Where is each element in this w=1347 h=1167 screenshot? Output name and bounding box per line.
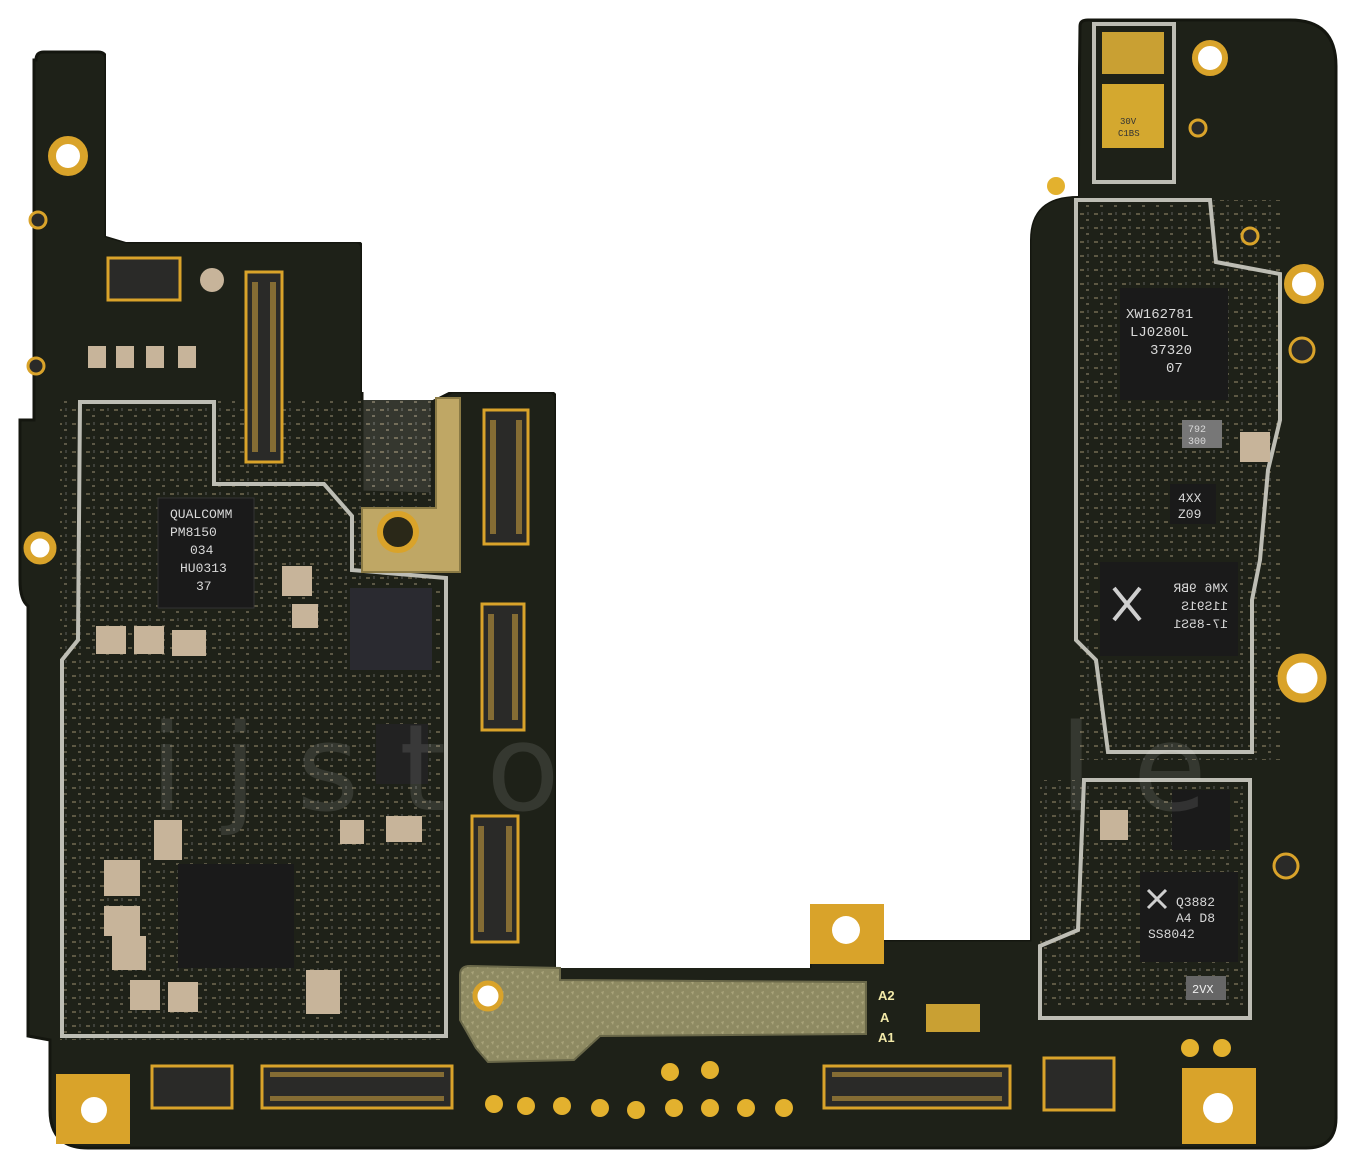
xm-line-3: 17-85S1 [1173, 617, 1228, 632]
rf-connector-6 [1240, 226, 1260, 246]
c792-line-1: 792 [1188, 425, 1206, 436]
shield-label-a [1102, 32, 1164, 74]
watermark: ijstomobile [150, 700, 1247, 839]
connector-top-left [106, 256, 182, 302]
pmic-line-2: PM8150 [170, 525, 217, 540]
pmic-line-1: QUALCOMM [170, 507, 232, 522]
xm-line-1: XM6 9BR [1173, 581, 1228, 596]
bracket-hole [472, 980, 504, 1012]
shield-label-line-2: C1BS [1118, 129, 1140, 139]
connector-pins [252, 282, 1002, 1101]
rf-connector-2 [1272, 852, 1300, 880]
hole-bottom-right-inner [1203, 1093, 1233, 1123]
chip-left-mid [350, 588, 432, 670]
rf-connectors [26, 118, 1316, 880]
pmic-line-3: 034 [190, 543, 214, 558]
pmic-line-4: HU0313 [180, 561, 227, 576]
gold-tab-hole [377, 511, 419, 553]
board-cutout [362, 0, 1078, 968]
shield-label-line-1: 30V [1120, 117, 1137, 127]
xw-line-3: 37320 [1150, 343, 1192, 359]
hole-top-left [48, 136, 88, 176]
hole-left-mid [23, 531, 57, 565]
chip-right-bottom-a [1172, 790, 1230, 850]
nxp-logo [1146, 888, 1168, 910]
passive-components [88, 268, 1270, 1014]
rf-connector-3 [28, 210, 48, 230]
xw-line-4: 07 [1166, 361, 1183, 377]
connector-bottom-1 [150, 1064, 234, 1110]
small-4xx-chip [1170, 484, 1216, 524]
rf-connector-1 [1288, 336, 1316, 364]
nxp-line-3: SS8042 [1148, 927, 1195, 942]
nxp-line-1: Q3882 [1176, 895, 1215, 910]
hole-mid-bottom [832, 916, 860, 944]
shield-right-top [1074, 198, 1282, 754]
xm-line-2: 11S91S [1181, 599, 1228, 614]
xw-line-2: LJ0280L [1130, 325, 1189, 341]
qr-label [926, 1004, 980, 1032]
connectors [106, 256, 1116, 1112]
chip-2vx-text: 2VX [1192, 983, 1214, 997]
shield-label-b [1102, 84, 1164, 148]
hole-right-upper [1284, 264, 1324, 304]
shield-left [60, 400, 448, 1038]
mount-holes [23, 40, 1327, 1144]
chip-2vx [1186, 976, 1226, 1000]
c4xx-line-2: Z09 [1178, 507, 1201, 522]
test-pads [485, 177, 1231, 1119]
pmic-line-5: 37 [196, 579, 212, 594]
hole-bottom-left [77, 1093, 111, 1127]
board-cutout-left-top [106, 0, 362, 242]
hole-top-right [1192, 40, 1228, 76]
shield-right-bottom [1038, 778, 1252, 1020]
silk-a2: A2 [878, 988, 895, 1003]
chip-left-large [178, 864, 294, 968]
xw-chip [1120, 288, 1228, 400]
metal-bracket [459, 964, 867, 1064]
c4xx-line-1: 4XX [1178, 491, 1202, 506]
connector-bottom-4 [1042, 1056, 1116, 1112]
xm-logo [1112, 586, 1142, 622]
chip-left-small [376, 724, 428, 784]
rf-connector-4 [26, 356, 46, 376]
nxp-chip [1140, 872, 1238, 962]
silk-a: A [880, 1010, 890, 1025]
shield-top-right [1092, 22, 1176, 184]
c792-line-2: 300 [1188, 437, 1206, 448]
nxp-line-2: A4 D8 [1176, 911, 1215, 926]
xw-line-1: XW162781 [1126, 307, 1193, 323]
connector-vert-1 [244, 270, 284, 464]
hole-right-mid [1277, 653, 1327, 703]
pmic-chip [157, 497, 255, 609]
rf-connector-5 [1188, 118, 1208, 138]
small-792-chip [1182, 420, 1222, 448]
silk-a1: A1 [878, 1030, 895, 1045]
